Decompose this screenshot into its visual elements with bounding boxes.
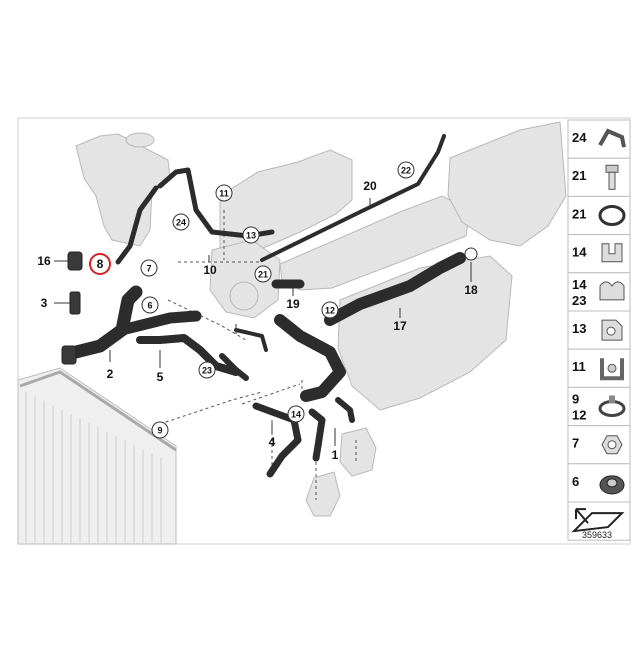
callout-circle-12: 12 (321, 301, 339, 319)
callout-circle-22: 22 (397, 161, 415, 179)
sidebar-label: 24 (572, 130, 587, 145)
callout-17: 17 (393, 319, 407, 333)
callout-circle-7: 7 (140, 259, 158, 277)
callout-circle-13: 13 (242, 226, 260, 244)
highlighted-callout-8[interactable]: 8 (89, 253, 111, 275)
hose-2-branch (116, 310, 202, 336)
svg-text:24: 24 (176, 218, 186, 228)
holder-clip-icon (601, 243, 623, 263)
bracket-clip-icon (601, 319, 623, 341)
grommet-icon (599, 475, 625, 495)
sensor-fitting (305, 471, 341, 517)
sidebar-label: 14 (572, 277, 587, 292)
sidebar-label: 9 (572, 391, 579, 406)
svg-text:23: 23 (202, 366, 212, 376)
radiator (17, 367, 177, 545)
sidebar-label: 7 (572, 436, 579, 451)
pump-pulley (229, 281, 259, 311)
svg-text:13: 13 (246, 231, 256, 241)
pipe-14 (234, 328, 268, 352)
sidebar-label: 21 (572, 168, 586, 183)
callout-5: 5 (157, 370, 164, 384)
hose-clamp-icon (598, 128, 626, 148)
callout-4: 4 (269, 435, 276, 449)
o-ring-18 (464, 247, 478, 261)
hose-4 (252, 402, 302, 478)
svg-text:21: 21 (258, 270, 268, 280)
o-ring-icon (598, 205, 626, 226)
sensor-3 (69, 291, 81, 315)
sidebar-label-2: 12 (572, 407, 586, 422)
spring-clamp-icon (598, 395, 626, 417)
hose-2-connector (61, 345, 77, 365)
callout-circle-6: 6 (141, 296, 159, 314)
callout-circle-11: 11 (215, 184, 233, 202)
sidebar-label: 13 (572, 321, 586, 336)
sidebar-item-s11: 11 (567, 348, 631, 388)
expansion-tank-cap (125, 132, 155, 148)
callout-2: 2 (107, 367, 114, 381)
callout-19: 19 (286, 297, 300, 311)
sidebar-label: 21 (572, 206, 586, 221)
sidebar-label-2: 23 (572, 293, 586, 308)
svg-text:8: 8 (97, 257, 104, 271)
hose-12 (274, 314, 346, 402)
callout-circle-21a: 21 (254, 265, 272, 283)
callout-16: 16 (37, 254, 51, 268)
engine-block-right (447, 121, 567, 247)
double-clip-icon (599, 281, 625, 301)
engine-block-background (75, 121, 567, 517)
hose-20 (260, 134, 446, 262)
sensor-16 (67, 251, 83, 271)
callout-circle-23: 23 (198, 361, 216, 379)
hose-5 (136, 334, 240, 376)
callout-20: 20 (363, 179, 377, 193)
callout-1: 1 (332, 448, 339, 462)
svg-text:11: 11 (219, 189, 229, 199)
callout-leaders (54, 198, 472, 446)
callout-circle-9: 9 (151, 421, 169, 439)
plain-callouts: 16 3 2 5 10 20 17 18 19 4 1 (37, 179, 478, 462)
svg-text:9: 9 (157, 426, 162, 436)
sidebar-item-s14: 14 (567, 234, 631, 274)
svg-text:22: 22 (401, 166, 411, 176)
sidebar-item-s9: 912 (567, 386, 631, 427)
sidebar-item-s21b: 21 (567, 195, 631, 236)
sidebar-item-s24: 24 (567, 119, 631, 159)
callout-18: 18 (464, 283, 478, 297)
hose-1-branch (335, 397, 355, 423)
sidebar-item-s7: 7 (567, 425, 631, 465)
svg-text:14: 14 (291, 410, 301, 420)
hose-17 (324, 252, 466, 326)
sidebar-item-s13: 13 (567, 310, 631, 350)
hose-holder-icon (600, 358, 624, 381)
hex-nut-icon (601, 435, 623, 455)
shim-arrow-icon (571, 508, 625, 533)
sidebar-item-s6: 6 (567, 463, 631, 503)
bolt-icon (605, 164, 619, 190)
svg-text:12: 12 (325, 306, 335, 316)
thermostat-housing (339, 427, 377, 477)
hose-1 (308, 408, 326, 462)
svg-text:6: 6 (147, 301, 152, 311)
sidebar-item-s0 (567, 501, 631, 541)
sidebar-label: 14 (572, 245, 587, 260)
callout-circle-14: 14 (287, 405, 305, 423)
document-number: 359633 (582, 530, 612, 540)
hoses (61, 134, 466, 478)
callout-3: 3 (41, 296, 48, 310)
sidebar-item-s21a: 21 (567, 157, 631, 197)
sidebar-label: 11 (572, 359, 586, 374)
svg-text:7: 7 (146, 264, 151, 274)
callout-10: 10 (203, 263, 217, 277)
callout-circle-24: 24 (172, 213, 190, 231)
hose-tank-line (115, 185, 159, 265)
hose-23 (219, 353, 249, 381)
sidebar-label: 6 (572, 474, 579, 489)
